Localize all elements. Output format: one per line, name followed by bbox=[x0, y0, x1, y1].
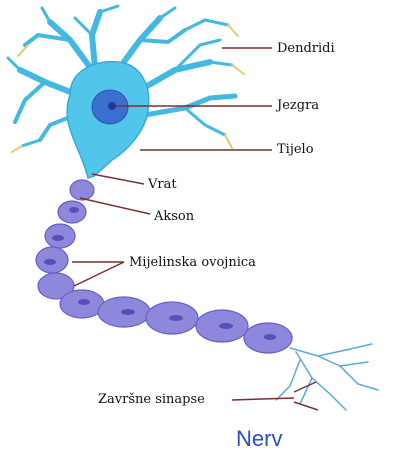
axon-terminals bbox=[276, 344, 378, 410]
label-dendrites: Dendridi bbox=[277, 42, 335, 55]
label-body: Tijelo bbox=[277, 143, 314, 156]
label-axon: Akson bbox=[154, 210, 194, 223]
label-myelin: Mijelinska ovojnica bbox=[129, 256, 256, 269]
nucleolus bbox=[108, 102, 116, 110]
label-neck: Vrat bbox=[148, 178, 177, 191]
label-terminals: Završne sinapse bbox=[98, 393, 205, 406]
caption: Nerv bbox=[236, 428, 282, 450]
myelin-segment bbox=[70, 180, 94, 200]
label-nucleus: Jezgra bbox=[277, 99, 319, 112]
